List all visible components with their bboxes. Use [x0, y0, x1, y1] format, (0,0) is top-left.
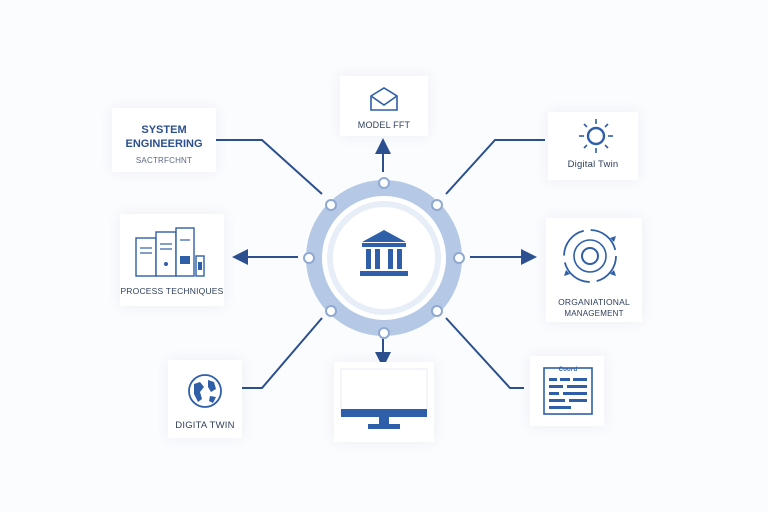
- document-icon: [543, 367, 593, 415]
- organizational-label-line2: MANAGEMENT: [564, 309, 624, 318]
- hub-node: [378, 327, 390, 339]
- organizational-label-line1: ORGANIATIONAL: [558, 297, 630, 307]
- system-engineering-card: [112, 108, 216, 172]
- model-label: MODEL FFT: [357, 120, 411, 130]
- hub-node: [453, 252, 465, 264]
- monitor-icon: [340, 368, 428, 429]
- model-card: [340, 76, 428, 136]
- process-label: PROCESS TECHNIQUES: [120, 286, 224, 296]
- digital-twin-top-label: Digital Twin: [567, 159, 619, 170]
- connector-digital-twin-bottom: [238, 317, 323, 389]
- connector-system-engineering: [210, 139, 323, 195]
- sun-icon: [579, 119, 613, 153]
- digital-twin-top-card: [548, 112, 638, 180]
- system-engineering-title-line1: SYSTEM: [141, 124, 187, 136]
- cycle-icon: [563, 229, 617, 283]
- bank-icon: [360, 230, 408, 276]
- hub-node: [431, 305, 443, 317]
- organizational-card: [546, 218, 642, 322]
- connector-digital-twin-top: [445, 139, 545, 195]
- digital-twin-bottom-label: DIGITA TWIN: [175, 420, 235, 431]
- system-engineering-title-line2: ENGINEERING: [125, 138, 203, 150]
- globe-icon: [188, 374, 222, 408]
- hub-node: [325, 199, 337, 211]
- hub-node: [325, 305, 337, 317]
- hub-node: [303, 252, 315, 264]
- document-header: Coord: [558, 367, 578, 373]
- binders-icon: [135, 227, 205, 277]
- hub-node: [431, 199, 443, 211]
- system-engineering-subtitle: SACTRFCHNT: [135, 156, 193, 165]
- digital-twin-bottom-card: [168, 360, 242, 438]
- center-hub: [303, 177, 465, 339]
- envelope-icon: [370, 87, 398, 111]
- connector-document: [445, 317, 524, 389]
- hub-node: [378, 177, 390, 189]
